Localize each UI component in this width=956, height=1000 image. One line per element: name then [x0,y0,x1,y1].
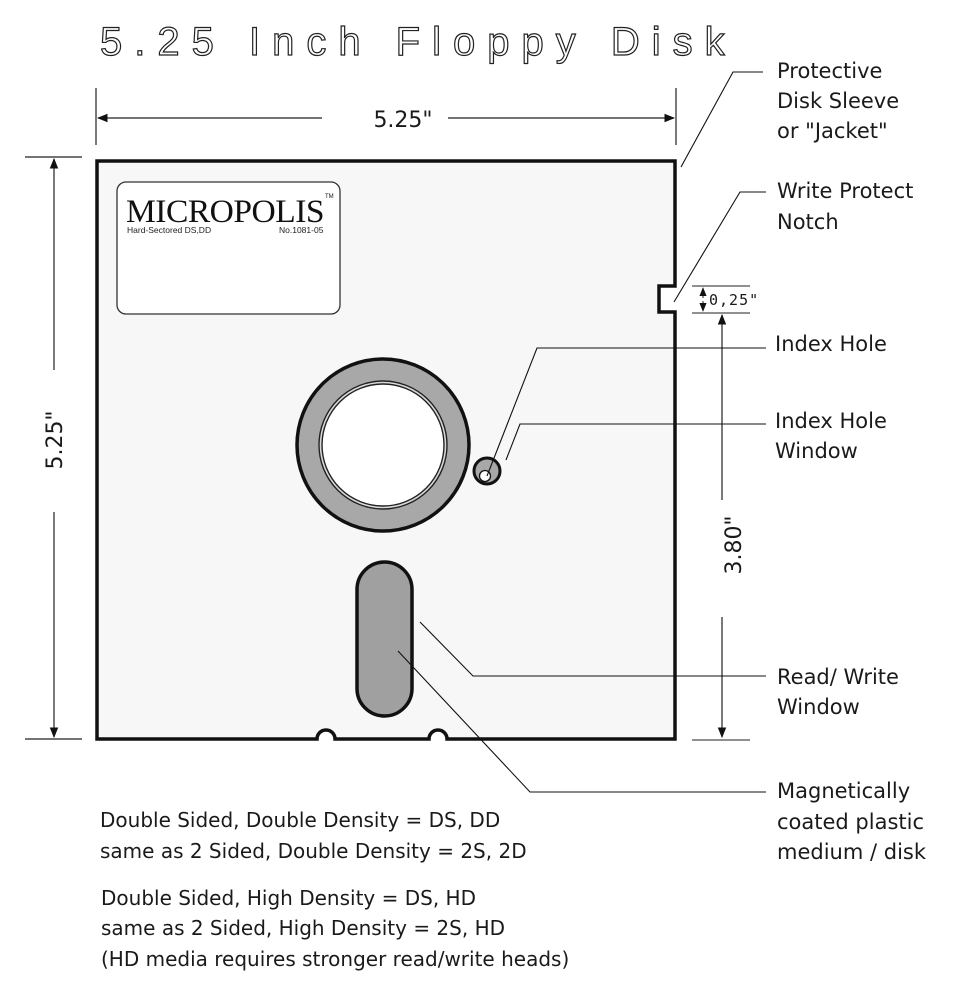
svg-text:same as 2 Sided, High Density: same as 2 Sided, High Density = 2S, HD [101,916,505,940]
leader-index-window [505,423,766,461]
svg-text:same as 2 Sided, Double Densit: same as 2 Sided, Double Density = 2S, 2D [100,839,527,863]
svg-text:Window: Window [777,695,860,719]
svg-text:Double Sided, High Density = D: Double Sided, High Density = DS, HD [101,886,476,910]
callout-medium: Magnetically coated plastic medium / dis… [777,779,927,864]
callout-index-hole: Index Hole [775,332,887,356]
notch-dimension: 0,25" [692,285,759,314]
leader-write-protect [673,191,766,303]
svg-text:Index Hole: Index Hole [775,409,887,433]
svg-text:Magnetically: Magnetically [777,779,910,803]
notes-double-density: Double Sided, Double Density = DS, DD sa… [100,808,527,863]
callout-index-window: Index Hole Window [775,409,887,463]
svg-text:Read/ Write: Read/ Write [777,665,899,689]
notch-dimension-label: 0,25" [709,291,759,309]
read-write-window [355,560,414,718]
trademark: TM [325,194,334,200]
width-dimension-label: 5.25" [373,108,432,133]
svg-text:coated plastic: coated plastic [777,810,924,834]
svg-text:or "Jacket": or "Jacket" [777,119,888,143]
leader-jacket [680,71,763,168]
svg-text:Index Hole: Index Hole [775,332,887,356]
brand-logo: MICROPOLIS [126,194,324,230]
svg-text:Window: Window [775,439,858,463]
disk-label: MICROPOLIS TM Hard-Sectored DS,DD No.108… [116,181,341,315]
callout-write-protect: Write Protect Notch [777,179,913,234]
hub-ring [295,357,471,533]
part-number-label: No.1081-05 [279,225,324,235]
disk-type-label: Hard-Sectored DS,DD [127,225,211,235]
width-dimension: 5.25" [95,88,677,145]
leader-rw-window [419,621,766,677]
svg-text:Write Protect: Write Protect [777,179,913,203]
leader-medium [397,650,766,793]
svg-text:Double Sided, Double Density =: Double Sided, Double Density = DS, DD [100,808,500,832]
leader-index-hole [486,347,766,477]
diagram-title: 5.25 Inch Floppy Disk [100,20,737,64]
leader-lines [397,71,766,793]
height-dimension-label: 5.25" [43,410,68,469]
height-dimension: 5.25" [25,156,82,740]
svg-text:medium / disk: medium / disk [777,840,927,864]
index-offset-dimension: 3.80" [692,313,750,741]
svg-text:Disk Sleeve: Disk Sleeve [777,89,899,113]
callout-rw-window: Read/ Write Window [777,665,899,719]
notes-high-density: Double Sided, High Density = DS, HD same… [101,886,569,971]
index-offset-label: 3.80" [722,515,747,574]
svg-text:Notch: Notch [777,210,839,234]
callout-jacket: Protective Disk Sleeve or "Jacket" [777,59,899,143]
svg-text:Protective: Protective [777,59,882,83]
svg-text:(HD media requires stronger re: (HD media requires stronger read/write h… [101,947,569,971]
index-hole-window [472,456,502,486]
